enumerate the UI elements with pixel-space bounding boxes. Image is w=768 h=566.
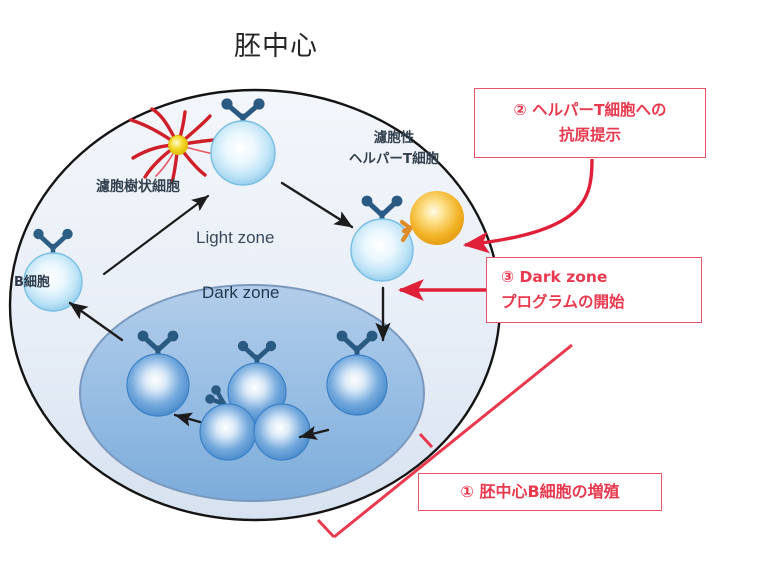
arrow-fdc-label (102, 194, 210, 276)
callout-step1-box: ① 胚中心B細胞の増殖 (418, 473, 662, 511)
callout-step3-line1: ③ Dark zone (501, 268, 608, 286)
b-cell-left (23, 228, 83, 312)
b-cell-dark-left (126, 330, 190, 417)
label-follicular-helper-t-cell: 濾胞性 ヘルパーT細胞 (334, 128, 454, 170)
arrow-proliferation-right (298, 425, 330, 440)
callout-step2-line1: ② ヘルパーT細胞への (513, 101, 667, 119)
page-title: 胚中心 (234, 31, 318, 62)
follicular-helper-t-cell-icon (399, 191, 464, 245)
follicular-dendritic-cell-icon (129, 107, 228, 184)
arrow-dark-to-light (68, 301, 124, 342)
label-tfh-line1: 濾胞性 (373, 130, 415, 146)
label-dark-zone: Dark zone (202, 283, 280, 302)
b-cell-top-center (210, 98, 276, 186)
label-tfh-line2: ヘルパーT細胞 (348, 151, 440, 167)
label-b-cell: B細胞 (14, 275, 50, 290)
arrow-proliferation-left (173, 412, 202, 427)
b-cell-dark-right (326, 330, 388, 416)
b-cell-right (350, 195, 414, 282)
callout-step2-line2: 抗原提示 (558, 126, 621, 144)
flow-arrows (68, 181, 391, 440)
b-cell-dark-bottom-left (199, 385, 257, 461)
label-light-zone: Light zone (196, 228, 275, 247)
callout2-curved-arrow (462, 158, 594, 254)
callout-step2-box: ② ヘルパーT細胞への 抗原提示 (474, 88, 706, 158)
callout-step1-text: ① 胚中心B細胞の増殖 (460, 482, 620, 501)
b-cell-dark-bottom-right (253, 403, 311, 461)
callout1-check-bracket (316, 343, 573, 539)
label-follicular-dendritic-cell: 濾胞樹状細胞 (96, 179, 180, 195)
callout-step3-box: ③ Dark zone プログラムの開始 (486, 257, 702, 323)
callout-step3-line2: プログラムの開始 (501, 293, 625, 311)
arrow-bcell-to-tfh-zone (280, 181, 354, 229)
